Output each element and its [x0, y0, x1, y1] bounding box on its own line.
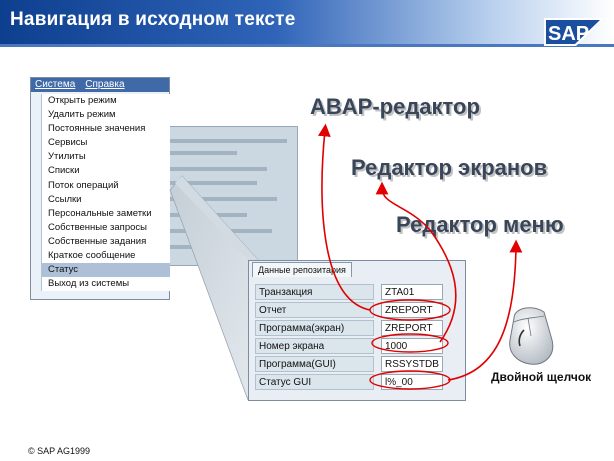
menu-bar-system[interactable]: Система — [35, 79, 76, 90]
menu-item-personal-notes[interactable]: Персональные заметки — [48, 207, 152, 219]
field-label-gui-status: Статус GUI — [255, 374, 374, 390]
sap-logo: SAP — [544, 18, 604, 46]
field-row-report: Отчет ZREPORT — [255, 302, 461, 319]
repository-data-popup: Данные репозитария Транзакция ZTA01 Отче… — [248, 260, 466, 401]
menu-item-delete-session[interactable]: Удалить режим — [48, 109, 116, 121]
menu-item-open-session[interactable]: Открыть режим — [48, 95, 117, 106]
menu-item-user-defaults[interactable]: Постоянные значения — [48, 123, 146, 135]
menu-item-own-requests[interactable]: Собственные запросы — [48, 221, 147, 233]
slide-header: Навигация в исходном тексте — [0, 0, 614, 44]
mouse-icon — [509, 307, 554, 365]
callout-screen-editor: Редактор экранов — [351, 155, 548, 180]
field-row-screen-number: Номер экрана 1000 — [255, 338, 461, 355]
field-row-gui-status: Статус GUI l%_00 — [255, 374, 461, 391]
tab-repository-data[interactable]: Данные репозитария — [252, 262, 352, 277]
menu-bar-help[interactable]: Справка — [85, 79, 125, 90]
field-row-program-gui: Программа(GUI) RSSYSTDB — [255, 356, 461, 373]
copyright-text: © SAP AG1999 — [28, 446, 91, 456]
field-label-transaction: Транзакция — [255, 284, 374, 300]
field-row-transaction: Транзакция ZTA01 — [255, 284, 461, 301]
menu-dropdown: Открыть режим Удалить режим Постоянные з… — [41, 94, 170, 292]
field-row-program-screen: Программа(экран) ZREPORT — [255, 320, 461, 337]
field-label-program-screen: Программа(экран) — [255, 320, 374, 336]
field-value-report[interactable]: ZREPORT — [381, 302, 443, 318]
menu-item-services[interactable]: Сервисы — [48, 137, 88, 149]
menu-item-own-jobs[interactable]: Собственные задания — [48, 235, 147, 247]
header-divider — [0, 44, 614, 47]
double-click-label: Двойной щелчок — [491, 370, 592, 384]
menu-item-log-off[interactable]: Выход из системы — [48, 278, 130, 290]
menu-item-status[interactable]: Статус — [42, 263, 170, 278]
menu-bar: Система Справка — [31, 78, 169, 92]
svg-text:SAP: SAP — [548, 23, 589, 45]
callout-abap-editor: ABAP-редактор — [310, 94, 480, 119]
menu-item-short-message[interactable]: Краткое сообщение — [48, 250, 136, 262]
menu-item-lists[interactable]: Списки — [48, 165, 80, 177]
menu-item-workflow[interactable]: Поток операций — [48, 179, 119, 191]
field-label-report: Отчет — [255, 302, 374, 318]
menu-item-utilities[interactable]: Утилиты — [48, 151, 86, 163]
field-label-program-gui: Программа(GUI) — [255, 356, 374, 372]
slide-title: Навигация в исходном тексте — [10, 9, 296, 30]
field-value-screen-number[interactable]: 1000 — [381, 338, 443, 354]
menu-item-links[interactable]: Ссылки — [48, 193, 82, 205]
system-menu: Система Справка Открыть режим Удалить реж… — [30, 77, 170, 300]
